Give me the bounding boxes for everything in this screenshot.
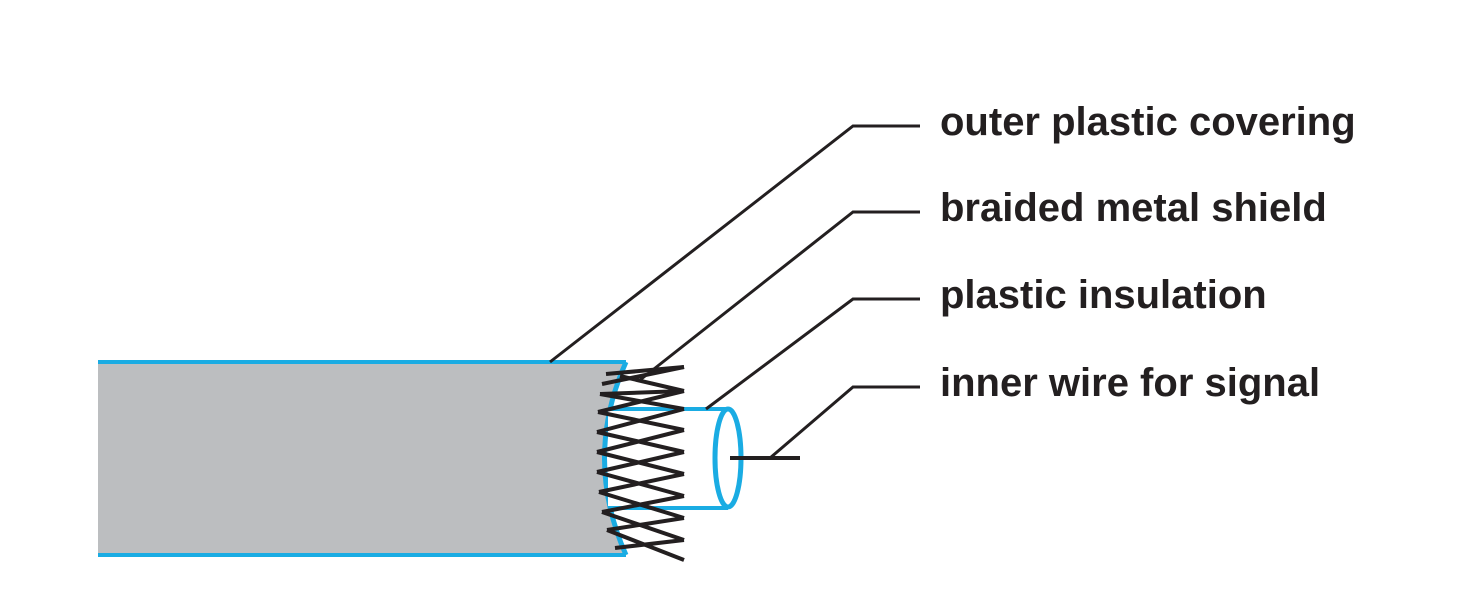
leader-lines [549, 124, 920, 460]
label-inner-wire-for-signal: inner wire for signal [940, 361, 1320, 405]
braid-strand [597, 389, 685, 414]
outer-covering-cut-edge [602, 360, 629, 557]
braid-strand [599, 389, 685, 396]
braid-strand [598, 472, 685, 494]
outer-covering-body [98, 362, 626, 555]
leader-line-plastic-insulation [705, 297, 920, 411]
braid-strand [606, 516, 685, 532]
label-plastic-insulation: plastic insulation [940, 273, 1267, 317]
braid-strand [614, 538, 685, 550]
braid-strand [596, 407, 685, 434]
braid-strand [601, 365, 685, 386]
label-braided-metal-shield: braided metal shield [940, 186, 1327, 230]
label-outer-plastic-covering: outer plastic covering [940, 100, 1356, 144]
braided-metal-shield [596, 365, 685, 562]
braid-strand [619, 374, 685, 393]
leader-line-braided-shield [639, 210, 920, 382]
braid-strand [596, 428, 685, 454]
leader-line-inner-wire [769, 385, 920, 460]
braid-strand [601, 494, 685, 514]
leader-line-outer-covering [549, 124, 920, 364]
outer-plastic-covering [98, 360, 629, 557]
braid-strand [596, 450, 685, 474]
